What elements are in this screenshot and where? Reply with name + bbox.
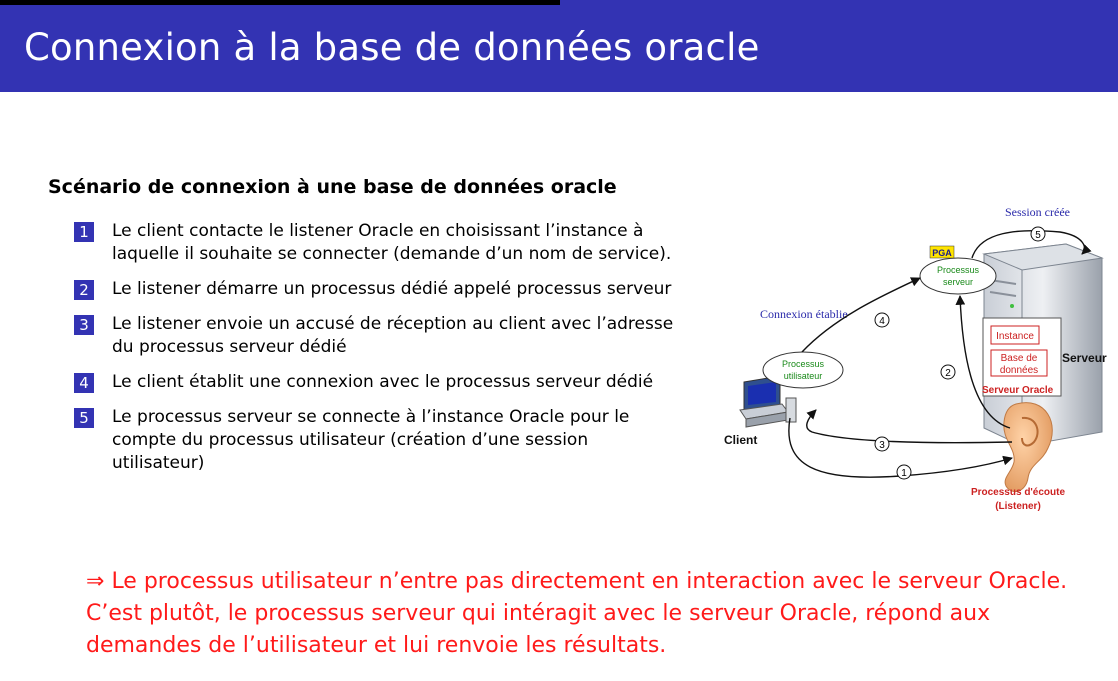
step-item: 2 Le listener démarre un processus dédié… xyxy=(74,278,674,301)
step-number: 2 xyxy=(74,280,94,300)
database-label-line2: données xyxy=(1000,365,1038,376)
step-text: Le client contacte le listener Oracle en… xyxy=(112,221,672,264)
step-item: 3 Le listener envoie un accusé de récept… xyxy=(74,313,674,359)
step-marker-2: 2 xyxy=(940,364,956,380)
svg-text:2: 2 xyxy=(945,368,951,379)
step-marker-3: 3 xyxy=(874,436,890,452)
slide-title: Connexion à la base de données oracle xyxy=(24,26,760,69)
step-number: 5 xyxy=(74,408,94,428)
client-label: Client xyxy=(724,433,757,447)
step-text: Le processus serveur se connecte à l’ins… xyxy=(112,407,630,473)
title-bar-strip xyxy=(0,0,560,5)
step-text: Le listener démarre un processus dédié a… xyxy=(112,279,672,299)
step-marker-4: 4 xyxy=(874,312,890,328)
step-number: 1 xyxy=(74,222,94,242)
step-marker-1: 1 xyxy=(896,464,912,480)
step-text: Le listener envoie un accusé de réceptio… xyxy=(112,314,674,357)
server-process-line1: Processus xyxy=(937,265,980,275)
server-process-line2: serveur xyxy=(943,277,973,287)
listener-label-line1: Processus d'écoute xyxy=(971,487,1066,498)
connection-diagram: Instance Base de données Serveur Oracle … xyxy=(716,196,1118,526)
user-process-line1: Processus xyxy=(782,359,825,369)
step-text: Le client établit une connexion avec le … xyxy=(112,372,654,392)
step-item: 4 Le client établit une connexion avec l… xyxy=(74,371,674,394)
client-computer-icon xyxy=(739,375,797,428)
ear-icon xyxy=(1003,402,1053,493)
svg-text:3: 3 xyxy=(879,440,885,451)
steps-list: 1 Le client contacte le listener Oracle … xyxy=(74,220,674,487)
step-number: 3 xyxy=(74,315,94,335)
user-process-line2: utilisateur xyxy=(784,371,823,381)
oracle-server-box: Instance Base de données Serveur Oracle xyxy=(982,317,1062,397)
connection-established-label: Connexion établie xyxy=(760,307,848,321)
database-label-line1: Base de xyxy=(1001,353,1038,364)
implies-arrow: ⇒ xyxy=(86,569,105,594)
svg-text:5: 5 xyxy=(1035,230,1041,241)
server-label: Serveur xyxy=(1062,351,1107,365)
session-created-label: Session créée xyxy=(1005,205,1070,219)
section-title: Scénario de connexion à une base de donn… xyxy=(48,176,617,198)
step-item: 1 Le client contacte le listener Oracle … xyxy=(74,220,674,266)
title-bar: Connexion à la base de données oracle xyxy=(0,0,1118,92)
oracle-server-label: Serveur Oracle xyxy=(982,385,1054,396)
conclusion-text: ⇒ Le processus utilisateur n’entre pas d… xyxy=(86,566,1086,662)
svg-text:1: 1 xyxy=(901,468,907,479)
pga-label: PGA xyxy=(932,248,952,258)
conclusion-body: Le processus utilisateur n’entre pas dir… xyxy=(86,569,1068,658)
step-item: 5 Le processus serveur se connecte à l’i… xyxy=(74,406,674,475)
listener-label-line2: (Listener) xyxy=(995,501,1041,512)
step-marker-5: 5 xyxy=(1030,226,1046,242)
step-number: 4 xyxy=(74,373,94,393)
instance-label: Instance xyxy=(996,331,1034,342)
svg-text:4: 4 xyxy=(879,316,885,327)
